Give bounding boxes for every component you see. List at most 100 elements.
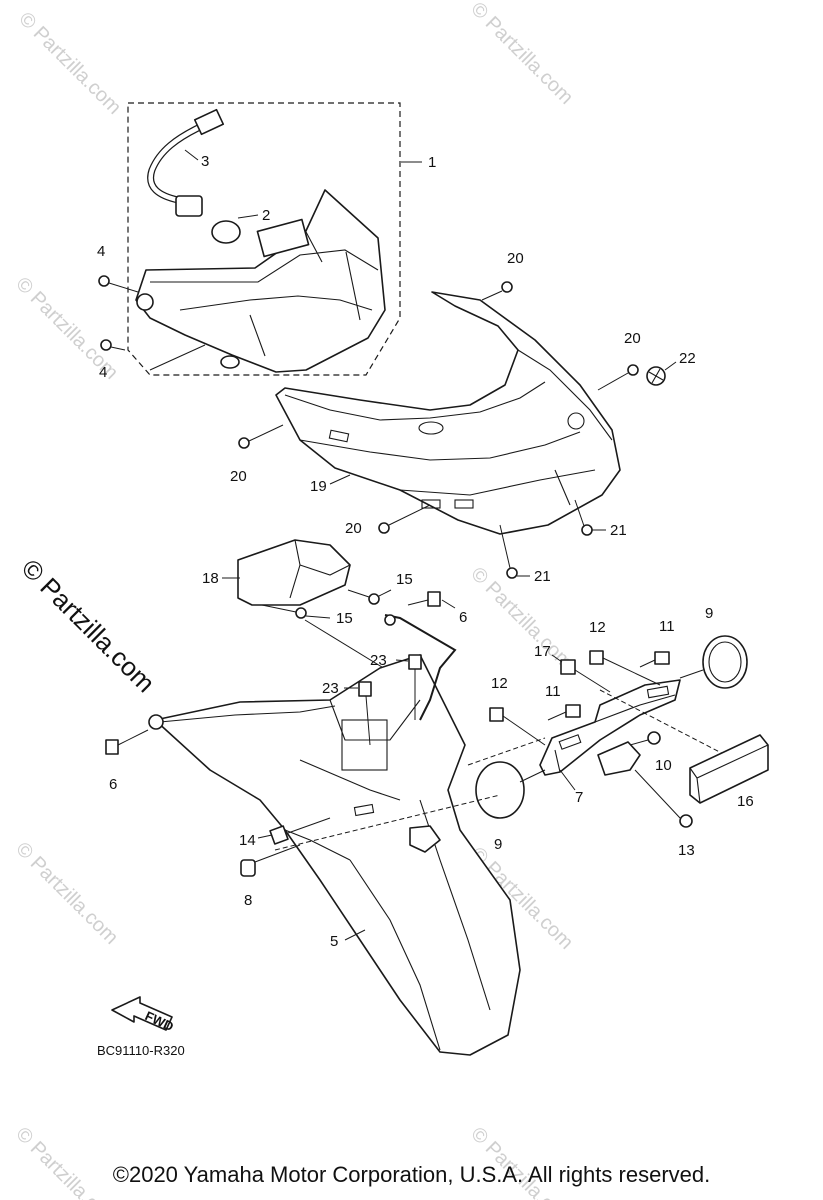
leader-line: [597, 372, 629, 391]
callout-label: 4: [97, 243, 105, 260]
rear-fender-body: [154, 654, 521, 1056]
bolt-11: [654, 651, 670, 665]
watermark-text: © Partzilla.com: [14, 8, 125, 119]
nut-17: [560, 659, 576, 675]
leader-line: [441, 599, 456, 609]
cowl-slot: [454, 499, 474, 509]
leader-line: [108, 282, 139, 293]
license-bracket-assembly: [274, 635, 769, 851]
callout-label: 9: [705, 605, 713, 622]
bulb-socket: [175, 195, 203, 217]
leader-line: [634, 769, 681, 819]
flap-detail: [289, 539, 351, 599]
callout-label: 12: [491, 675, 508, 692]
leader-line: [519, 769, 546, 783]
leader-line: [574, 669, 611, 693]
callout-label: 6: [109, 776, 117, 793]
callout-label: 2: [262, 207, 270, 224]
callout-label: 19: [310, 478, 327, 495]
screw: [627, 364, 639, 376]
wire-harness: [148, 125, 200, 203]
nut-12: [589, 650, 604, 665]
callout-label: 14: [239, 832, 256, 849]
callout-label: 18: [202, 570, 219, 587]
mount-boss: [220, 355, 240, 369]
nut-12: [489, 707, 504, 722]
wire-connector: [193, 108, 225, 136]
callout-label: 10: [655, 757, 672, 774]
bolt-6: [427, 591, 441, 607]
reflector-16: [689, 734, 769, 804]
callout-label: 11: [545, 683, 561, 700]
screw: [295, 607, 307, 619]
leader-line: [481, 290, 503, 301]
fender-detail: [159, 699, 491, 1051]
leader-line: [254, 844, 301, 863]
callout-label: 7: [575, 789, 583, 806]
screw: [238, 437, 250, 449]
leader-line: [257, 834, 273, 839]
callout-label: 23: [322, 680, 339, 697]
screw: [100, 339, 112, 351]
bolt-10: [647, 731, 661, 745]
callout-label: 15: [396, 571, 413, 588]
rear-cowl: [238, 281, 666, 579]
clip: [358, 681, 372, 697]
callout-label: 20: [624, 330, 641, 347]
flap-cover: [237, 539, 351, 606]
bracket-detail: [554, 694, 676, 773]
alignment-line: [274, 689, 736, 851]
leader-line: [388, 504, 431, 526]
mount-boss: [136, 293, 154, 311]
rivet: [581, 524, 593, 536]
callout-label: 6: [459, 609, 467, 626]
bolt: [148, 714, 164, 730]
diagram-reference: BC91110-R320: [97, 1043, 185, 1058]
housing-tab: [256, 218, 310, 258]
rear-cowl-body: [275, 291, 621, 535]
reflector-9: [475, 761, 525, 819]
leader-line: [378, 589, 392, 597]
reflector-rim: [708, 641, 742, 683]
leader-line: [629, 739, 649, 746]
leader-line: [287, 817, 331, 834]
fender-slot: [353, 803, 375, 817]
leader-line: [261, 604, 297, 613]
screw: [98, 275, 110, 287]
callout-label: 12: [589, 619, 606, 636]
rear-cowl-detail: [284, 349, 613, 506]
leader-line: [305, 615, 331, 619]
leader-line: [574, 499, 585, 527]
leader-line: [407, 599, 429, 606]
callout-label: 16: [737, 793, 754, 810]
grommet-detail: [648, 368, 664, 384]
bracket-slot: [646, 685, 670, 699]
leader-line: [347, 589, 370, 598]
screw: [378, 522, 390, 534]
fender-box: [341, 719, 388, 771]
bulb: [211, 220, 241, 244]
fwd-arrow-icon: [111, 996, 173, 1031]
lens-detail: [150, 229, 379, 357]
callout-label: 8: [244, 892, 252, 909]
clip: [408, 654, 422, 670]
callout-label: 13: [678, 842, 695, 859]
leader-line: [304, 619, 396, 676]
leader-line: [395, 659, 409, 662]
leader-line: [184, 149, 199, 161]
watermark-text: © Partzilla.com: [11, 838, 122, 949]
bolt-6: [105, 739, 119, 755]
cowl-hole: [567, 412, 585, 430]
fwd-indicator: FWD: [111, 996, 176, 1034]
callout-label: 4: [99, 364, 107, 381]
callout-label: 3: [201, 153, 209, 170]
assembly-boundary: [127, 102, 401, 376]
callout-label: 17: [534, 643, 551, 660]
leader-line: [547, 711, 567, 721]
screw: [368, 593, 380, 605]
reflector-bracket: [597, 741, 641, 776]
fwd-label: FWD: [143, 1008, 176, 1034]
leader-line: [559, 769, 576, 791]
leader-line: [551, 654, 563, 663]
callout-label: 5: [330, 933, 338, 950]
